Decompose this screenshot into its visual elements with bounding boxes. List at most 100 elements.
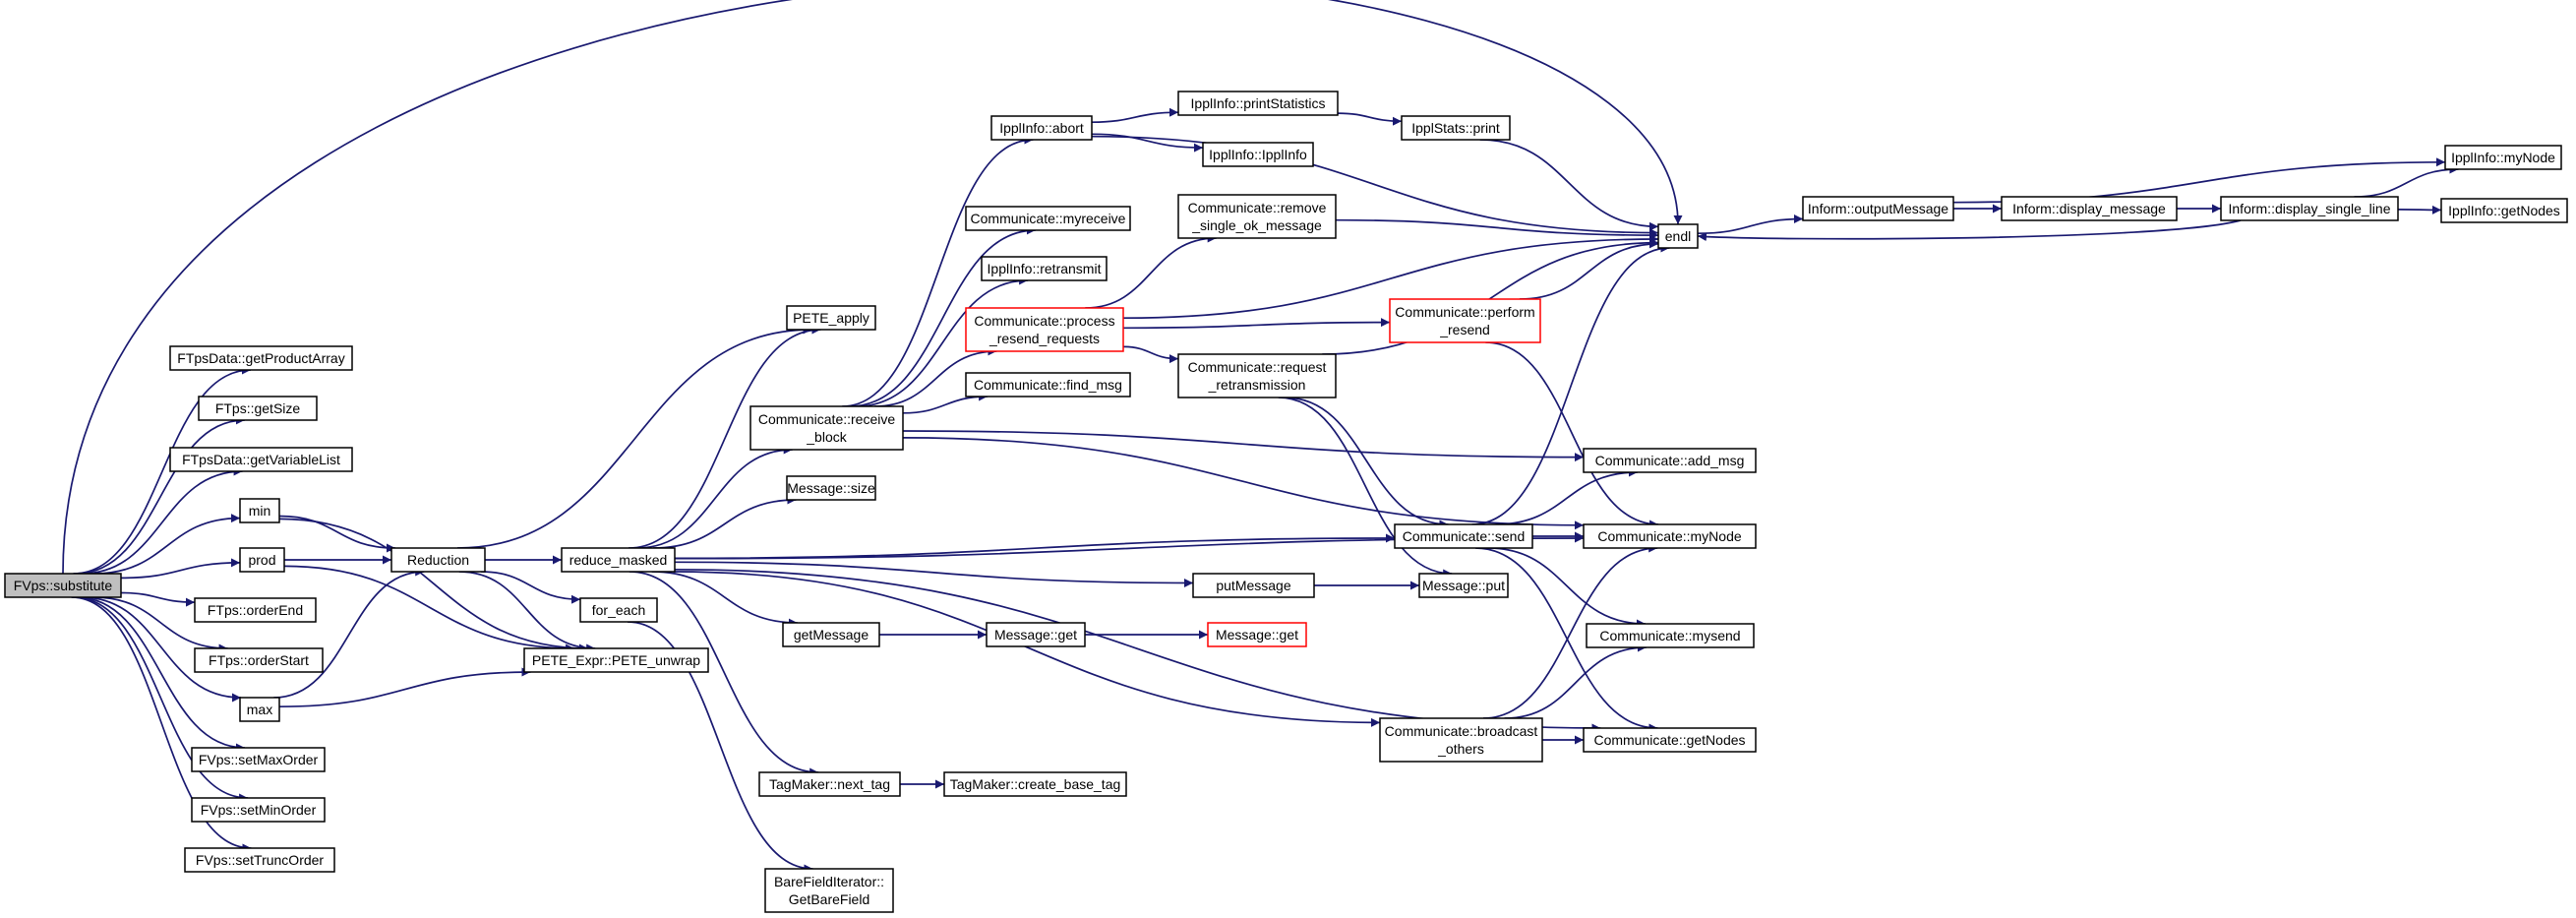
node-msg_put[interactable]: Message::put (1418, 573, 1509, 598)
node-label: Communicate::request (1188, 359, 1327, 375)
node-label: IpplInfo::printStatistics (1191, 95, 1326, 111)
node-label: FTps::orderEnd (208, 602, 303, 618)
node-putMessage[interactable]: putMessage (1192, 573, 1315, 598)
edge-root-to-setTruncOrder (71, 596, 252, 853)
node-display_message[interactable]: Inform::display_message (2001, 196, 2178, 221)
node-box (1177, 91, 1339, 116)
node-display_single_line[interactable]: Inform::display_single_line (2220, 196, 2399, 221)
edge-reduce_masked-to-receive_block (636, 445, 793, 549)
edge-request_retrans-to-comm_send (1285, 397, 1449, 529)
edge-root-to-setMinOrder (73, 596, 249, 803)
node-label: _retransmission (1208, 377, 1306, 393)
node-setTruncOrder[interactable]: FVps::setTruncOrder (184, 847, 335, 873)
node-label: Communicate::myreceive (971, 211, 1126, 226)
edge-prod-to-PETE_unwrap (283, 565, 575, 653)
node-ipplinfo_ctor[interactable]: IpplInfo::IpplInfo (1202, 142, 1314, 167)
node-ippl_getNodes[interactable]: IpplInfo::getNodes (2440, 198, 2568, 223)
node-box (561, 547, 676, 573)
node-getNodes[interactable]: Communicate::getNodes (1583, 727, 1757, 753)
node-setMinOrder[interactable]: FVps::setMinOrder (191, 797, 326, 823)
node-label: Communicate::send (1403, 528, 1526, 544)
node-for_each[interactable]: for_each (579, 597, 658, 623)
node-label: Inform::outputMessage (1808, 201, 1948, 216)
edge-broadcast_others-to-myNode (1482, 543, 1658, 719)
node-add_msg[interactable]: Communicate::add_msg (1583, 448, 1757, 473)
node-Reduction[interactable]: Reduction (390, 547, 486, 573)
node-label: IpplInfo::retransmit (988, 261, 1102, 276)
edge-root-to-min (93, 514, 241, 575)
node-stats_print[interactable]: IpplStats::print (1401, 115, 1511, 141)
node-process_resend[interactable]: Communicate::process_resend_requests (965, 307, 1124, 352)
node-box (965, 307, 1124, 352)
node-box (194, 647, 324, 673)
node-retransmit[interactable]: IpplInfo::retransmit (981, 256, 1108, 281)
edge-comm_send-to-endl (1471, 243, 1670, 525)
node-label: _single_ok_message (1191, 217, 1322, 233)
node-GetBareField[interactable]: BareFieldIterator::GetBareField (764, 868, 894, 913)
node-comm_send[interactable]: Communicate::send (1394, 523, 1533, 549)
node-msg_get2[interactable]: Message::get (1207, 622, 1307, 647)
edge-stats_print-to-endl (1479, 139, 1659, 231)
edge-reduce_masked-to-msg_size (653, 495, 797, 549)
node-box (990, 115, 1093, 141)
node-PETE_apply[interactable]: PETE_apply (786, 305, 876, 331)
node-printStatistics[interactable]: IpplInfo::printStatistics (1177, 91, 1339, 116)
node-find_msg[interactable]: Communicate::find_msg (965, 372, 1131, 398)
node-ippl_myNode[interactable]: IpplInfo::myNode (2444, 145, 2562, 170)
edge-root-to-orderStart (93, 596, 228, 653)
node-max[interactable]: max (239, 697, 280, 722)
node-myreceive[interactable]: Communicate::myreceive (965, 206, 1131, 231)
edge-root-to-setMaxOrder (76, 596, 246, 753)
node-box (239, 697, 280, 722)
node-receive_block[interactable]: Communicate::receive_block (749, 405, 904, 451)
edge-display_single_line-to-ippl_myNode (2354, 164, 2459, 198)
node-outputMessage[interactable]: Inform::outputMessage (1802, 196, 1954, 221)
node-root[interactable]: FVps::substitute (4, 573, 122, 598)
node-perform_resend[interactable]: Communicate::perform_resend (1389, 298, 1541, 343)
call-nodes: FVps::substitute FTpsData::getProductArra… (4, 91, 2568, 913)
node-box (390, 547, 486, 573)
edge-root-to-prod (120, 558, 241, 580)
node-label: FVps::substitute (14, 578, 113, 593)
node-label: Communicate::getNodes (1593, 732, 1745, 748)
node-msg_size[interactable]: Message::size (786, 475, 876, 501)
node-getVariableList[interactable]: FTpsData::getVariableList (169, 447, 353, 472)
edge-broadcast_others-to-mysend (1504, 643, 1647, 719)
node-label: Reduction (407, 552, 469, 568)
edge-Reduction-to-PETE_apply (456, 325, 812, 549)
node-endl[interactable]: endl (1657, 223, 1699, 249)
node-abort[interactable]: IpplInfo::abort (990, 115, 1093, 141)
node-PETE_unwrap[interactable]: PETE_Expr::PETE_unwrap (523, 647, 709, 673)
node-label: putMessage (1216, 578, 1290, 593)
node-label: Message::put (1422, 578, 1505, 593)
node-setMaxOrder[interactable]: FVps::setMaxOrder (191, 747, 326, 772)
node-mysend[interactable]: Communicate::mysend (1586, 623, 1755, 648)
node-msg_get1[interactable]: Message::get (986, 622, 1086, 647)
node-prod[interactable]: prod (239, 547, 285, 573)
node-orderStart[interactable]: FTps::orderStart (194, 647, 324, 673)
node-request_retrans[interactable]: Communicate::request_retransmission (1177, 353, 1337, 398)
node-reduce_masked[interactable]: reduce_masked (561, 547, 676, 573)
edge-root-to-orderEnd (120, 591, 196, 607)
node-myNode[interactable]: Communicate::myNode (1583, 523, 1757, 549)
node-label: Communicate::remove (1188, 200, 1327, 215)
node-label: Inform::display_message (2012, 201, 2166, 216)
node-getSize[interactable]: FTps::getSize (198, 396, 318, 421)
node-create_base_tag[interactable]: TagMaker::create_base_tag (943, 771, 1127, 797)
node-box (184, 847, 335, 873)
node-orderEnd[interactable]: FTps::orderEnd (194, 597, 317, 623)
node-label: IpplInfo::IpplInfo (1209, 147, 1307, 162)
edge-remove_single-to-endl (1335, 218, 1659, 240)
node-getMessage[interactable]: getMessage (782, 622, 880, 647)
node-getProductArray[interactable]: FTpsData::getProductArray (169, 345, 353, 371)
edge-root-to-getProductArray (73, 365, 252, 575)
node-min[interactable]: min (239, 498, 280, 523)
node-remove_single[interactable]: Communicate::remove_single_ok_message (1177, 194, 1337, 239)
edge-perform_resend-to-myNode (1485, 341, 1659, 529)
node-broadcast_others[interactable]: Communicate::broadcast_others (1379, 717, 1543, 763)
node-box (764, 868, 894, 913)
edge-process_resend-to-remove_single (1085, 233, 1217, 309)
node-next_tag[interactable]: TagMaker::next_tag (758, 771, 901, 797)
node-box (786, 475, 876, 501)
